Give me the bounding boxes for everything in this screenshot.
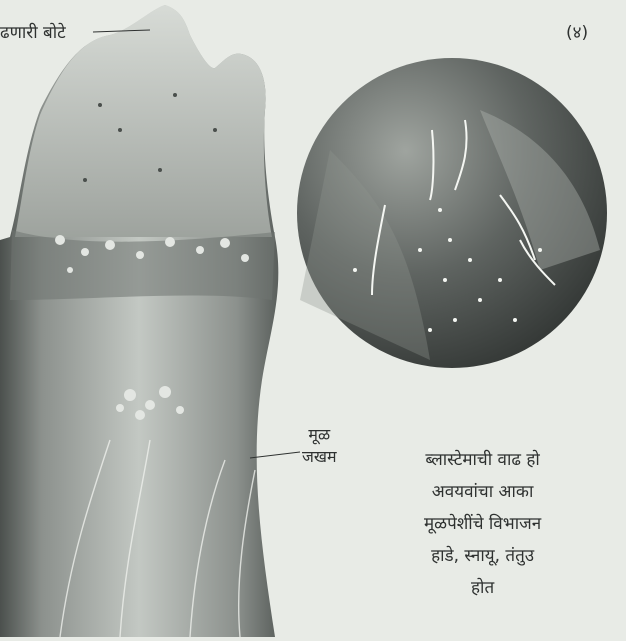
magnified-view [297, 58, 607, 368]
caption-line: होत [424, 572, 541, 604]
caption-line: अवयवांचा आका [424, 476, 541, 508]
caption: ब्लास्टेमाची वाढ हो अवयवांचा आका मूळपेशी… [424, 444, 541, 604]
figure-number: (४) [566, 20, 588, 43]
wound-label-line1: मूळ [302, 424, 337, 446]
wound-label-line2: जखम [302, 446, 337, 468]
caption-line: हाडे, स्नायू, तंतुउ [424, 540, 541, 572]
caption-line: ब्लास्टेमाची वाढ हो [424, 444, 541, 476]
fingers-label: ढणारी बोटे [0, 20, 66, 43]
pointer-line-wound [250, 452, 300, 458]
wound-label: मूळ जखम [302, 424, 337, 468]
caption-line: मूळपेशींचे विभाजन [424, 508, 541, 540]
